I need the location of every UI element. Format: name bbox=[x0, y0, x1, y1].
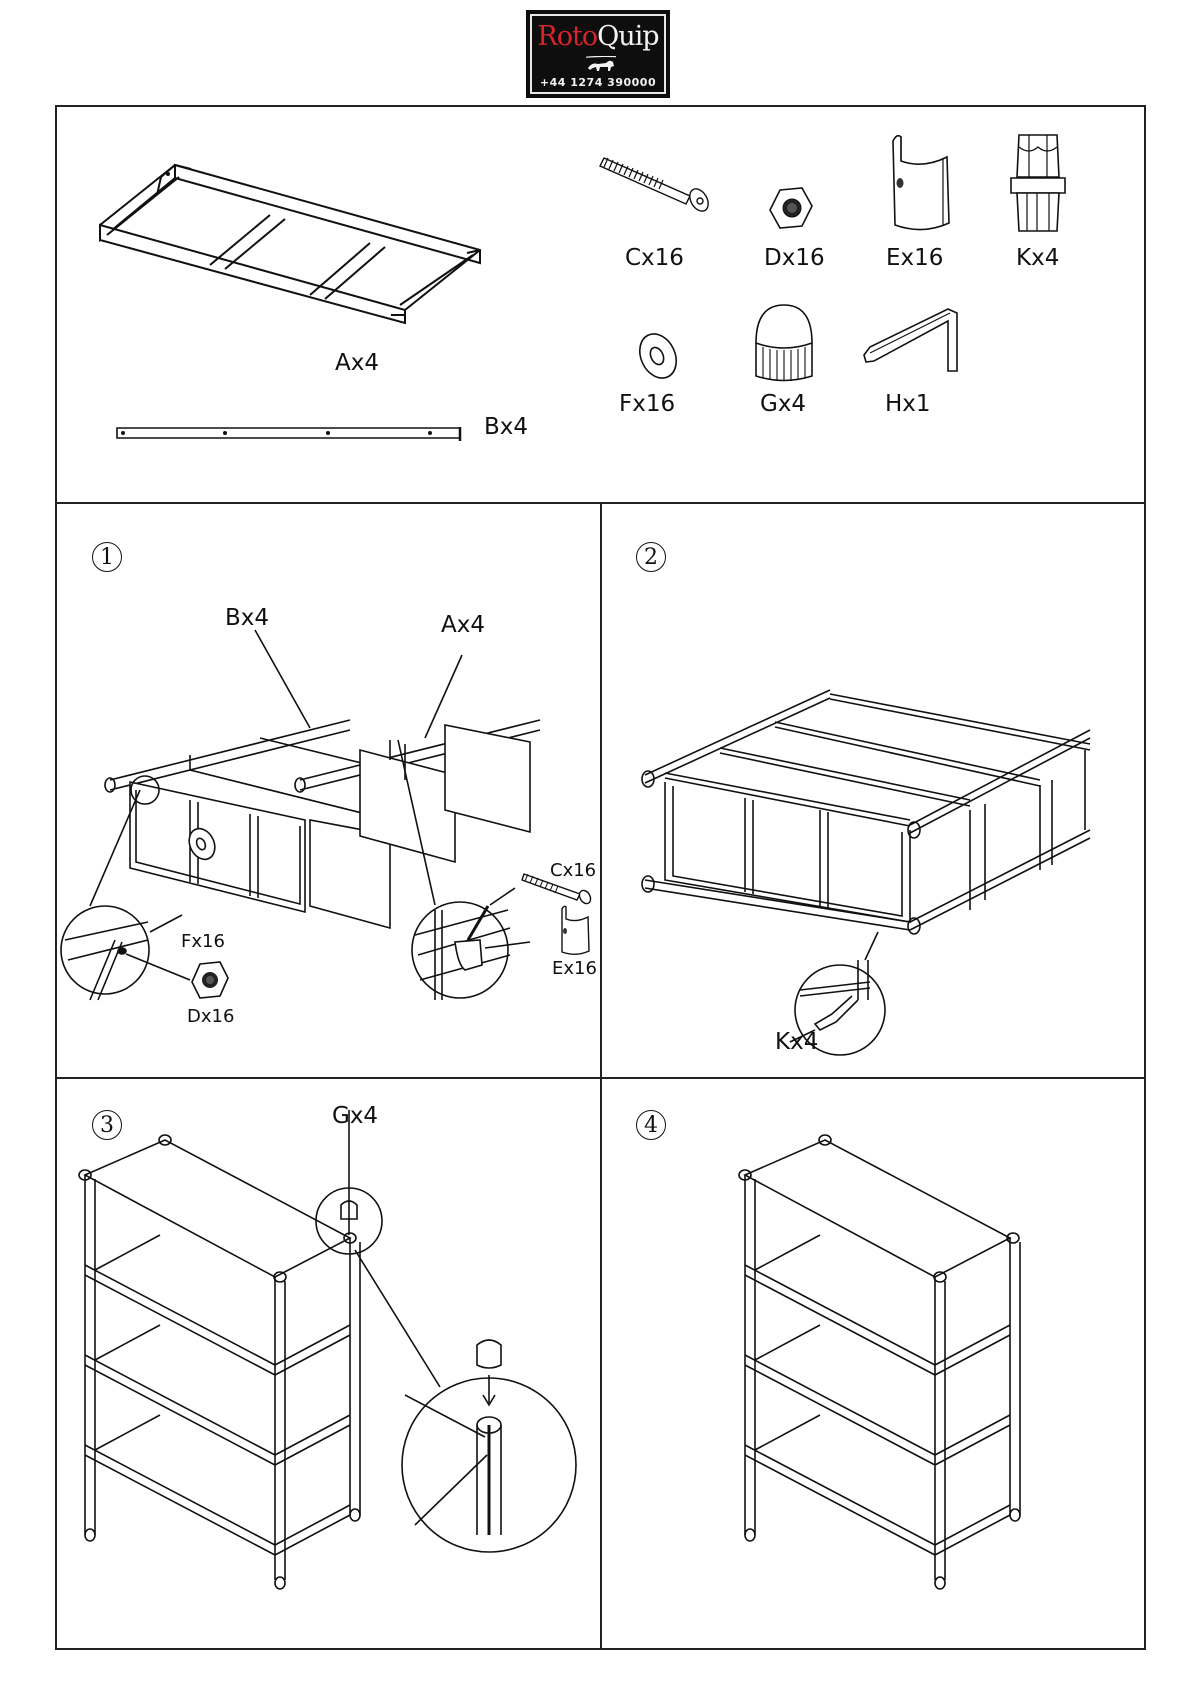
step-3-number: 3 bbox=[92, 1110, 122, 1140]
logo-phone-number: +44 1274 390000 bbox=[539, 76, 657, 89]
part-d-hex-nut-icon bbox=[768, 188, 814, 230]
rotoquip-logo: RotoQuip +44 1274 390000 bbox=[526, 10, 670, 98]
step-1-callout-ex16: Ex16 bbox=[552, 958, 597, 979]
brand-part-quip: Quip bbox=[597, 21, 659, 52]
step-2-diagram bbox=[640, 670, 1130, 1060]
step-1-number: 1 bbox=[92, 542, 122, 572]
part-label-a: Ax4 bbox=[335, 350, 379, 376]
step-1-callout-fx16: Fx16 bbox=[181, 931, 225, 952]
steps-column-divider bbox=[600, 502, 602, 1650]
lion-icon bbox=[586, 56, 616, 71]
part-label-k: Kx4 bbox=[1016, 245, 1060, 271]
part-label-d: Dx16 bbox=[764, 245, 825, 271]
step-3-diagram bbox=[75, 1135, 595, 1595]
step-4-number: 4 bbox=[636, 1110, 666, 1140]
part-g-top-cap-icon bbox=[753, 303, 815, 383]
step-1-bolt-icon bbox=[522, 868, 592, 904]
step-3-callout-gx4: Gx4 bbox=[332, 1103, 379, 1129]
part-label-c: Cx16 bbox=[625, 245, 684, 271]
part-h-allen-key-icon bbox=[860, 305, 960, 375]
step-1-callout-cx16: Cx16 bbox=[550, 860, 597, 881]
step-1-hex-nut-icon bbox=[190, 962, 230, 998]
part-k-leveling-foot-icon bbox=[1009, 133, 1067, 233]
step-2-callout-kx4: Kx4 bbox=[775, 1029, 819, 1055]
part-e-clamp-sleeve-icon bbox=[883, 133, 955, 233]
part-label-g: Gx4 bbox=[760, 391, 807, 417]
step-1-clamp-icon bbox=[556, 905, 592, 957]
part-a-shelf-panel-drawing bbox=[95, 155, 485, 325]
step-1-callout-dx16: Dx16 bbox=[187, 1006, 235, 1027]
part-c-bolt-icon bbox=[600, 150, 715, 215]
part-label-h: Hx1 bbox=[885, 391, 931, 417]
part-f-washer-icon bbox=[636, 330, 680, 382]
brand-part-roto: Roto bbox=[537, 21, 598, 52]
step-4-assembled-shelf-diagram bbox=[735, 1135, 1035, 1595]
part-label-e: Ex16 bbox=[886, 245, 944, 271]
step-1-washer-icon bbox=[186, 826, 218, 862]
logo-brand-name: RotoQuip bbox=[532, 22, 664, 52]
step-1-diagram bbox=[60, 610, 600, 1030]
part-label-f: Fx16 bbox=[619, 391, 676, 417]
part-b-upright-rod-drawing bbox=[115, 425, 465, 445]
step-2-number: 2 bbox=[636, 542, 666, 572]
step-1-callout-bx4: Bx4 bbox=[225, 605, 270, 631]
step-1-callout-ax4: Ax4 bbox=[441, 612, 485, 638]
logo-border: RotoQuip +44 1274 390000 bbox=[530, 14, 666, 94]
part-label-b: Bx4 bbox=[484, 414, 529, 440]
